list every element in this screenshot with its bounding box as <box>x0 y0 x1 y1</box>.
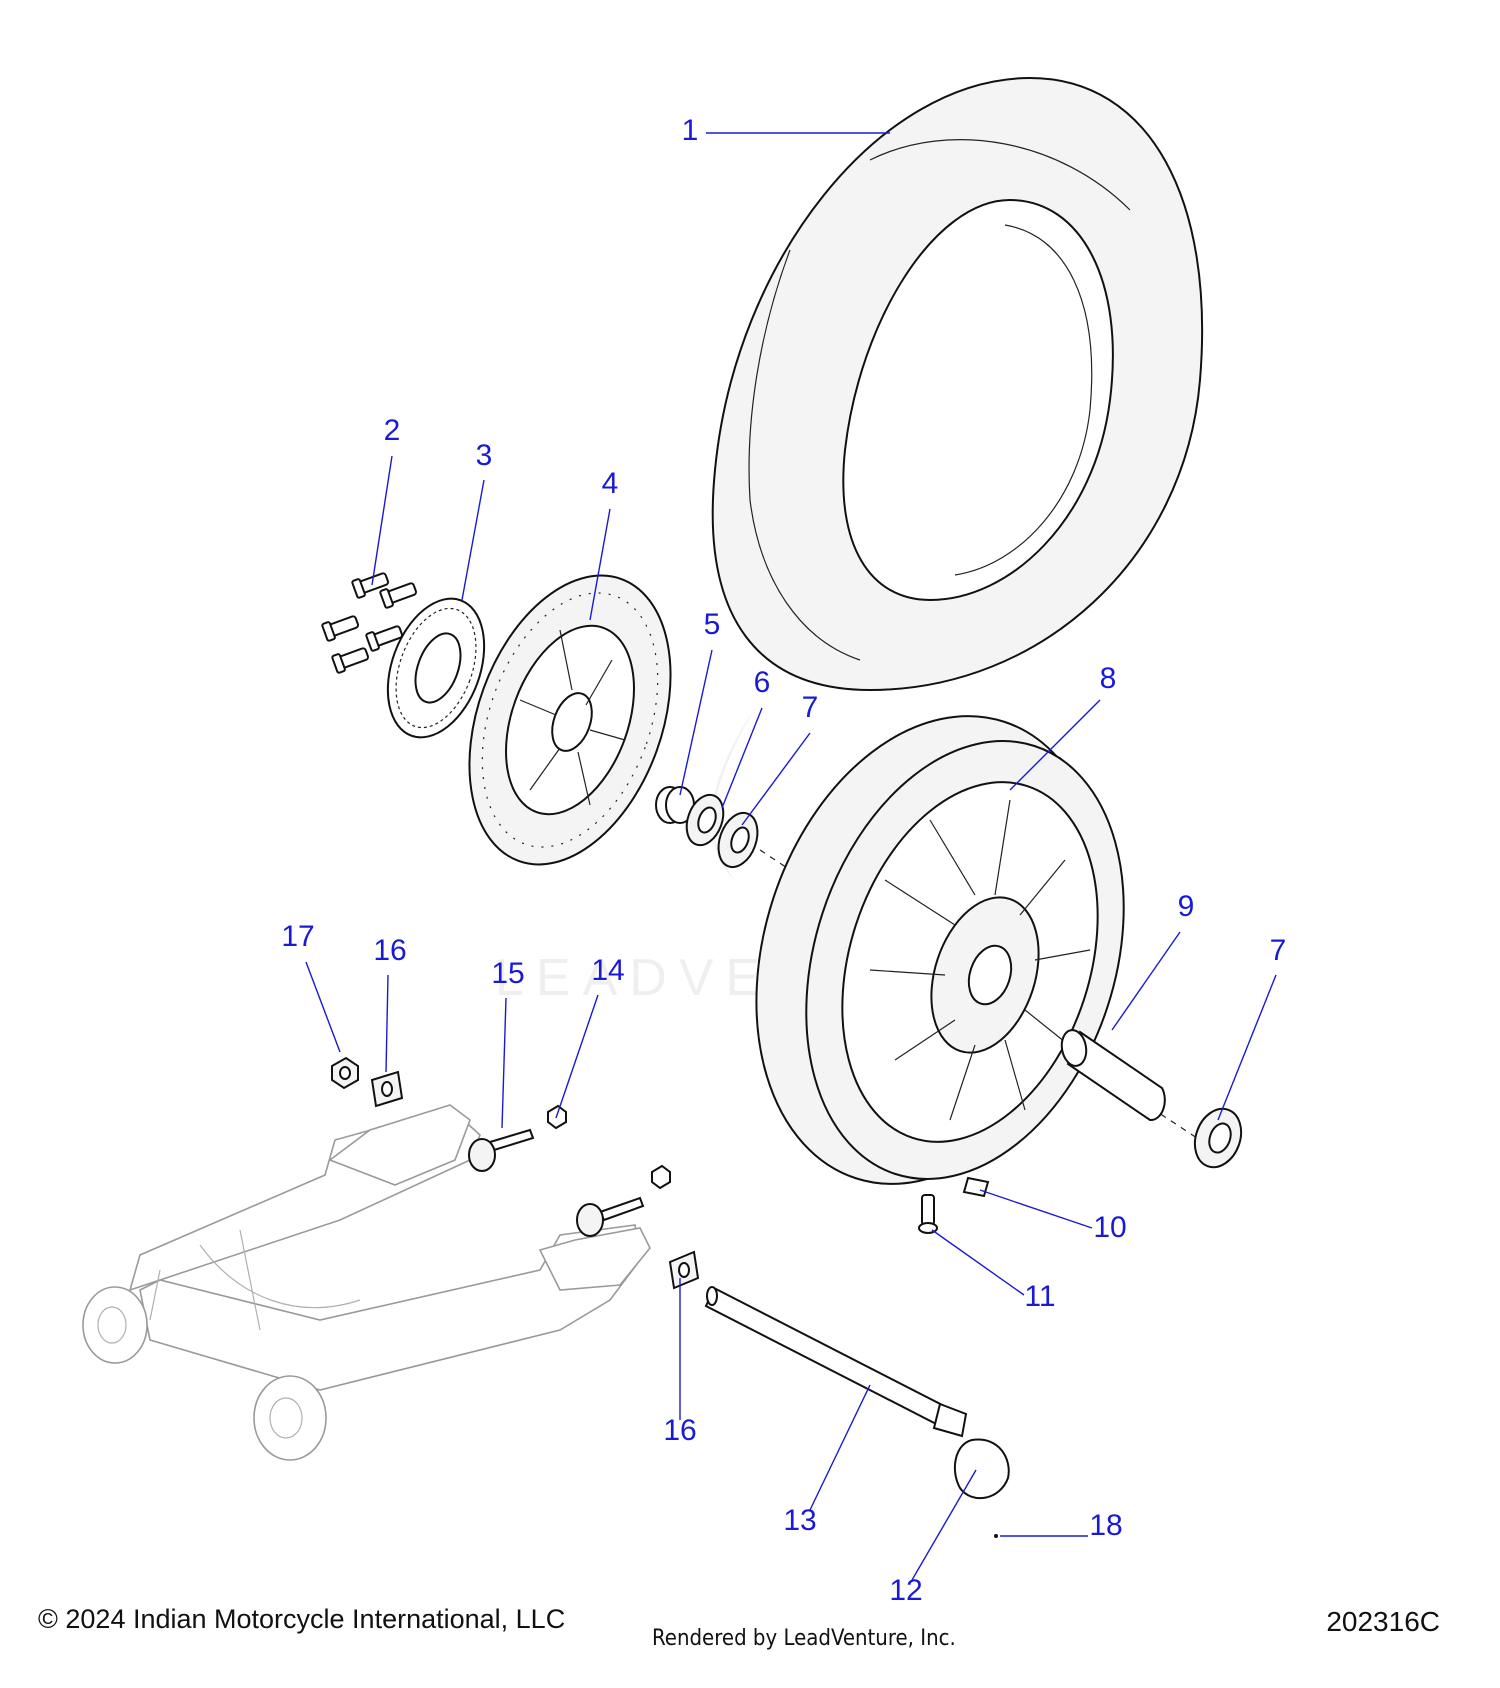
diagram-code: 202316C <box>1326 1606 1440 1637</box>
bearing-left <box>717 811 759 869</box>
callout-number-6[interactable]: 6 <box>754 666 771 699</box>
rendered-by-credit: Rendered by LeadVenture, Inc. <box>652 1626 956 1651</box>
callout-leader-8 <box>1009 699 1101 791</box>
callout-leader-17 <box>305 961 341 1053</box>
callout-number-8[interactable]: 8 <box>1100 662 1117 695</box>
callout-leader-3 <box>461 479 485 601</box>
callout-number-5[interactable]: 5 <box>704 608 721 641</box>
callout-number-14[interactable]: 14 <box>591 954 624 987</box>
callout-leader-7 <box>1217 974 1277 1121</box>
adjuster-plate <box>370 1070 700 1290</box>
callout-leader-7 <box>741 732 811 826</box>
callout-number-18[interactable]: 18 <box>1089 1509 1122 1542</box>
spacer <box>655 786 695 824</box>
callout-leader-14 <box>555 994 599 1119</box>
valve-stem <box>918 1194 938 1234</box>
callout-number-16[interactable]: 16 <box>663 1414 696 1447</box>
brake-rotor <box>468 574 672 866</box>
callout-number-9[interactable]: 9 <box>1178 890 1195 923</box>
tire <box>711 76 1204 692</box>
callout-number-2[interactable]: 2 <box>384 414 401 447</box>
swingarm <box>82 1104 651 1461</box>
callout-number-16[interactable]: 16 <box>373 934 406 967</box>
rear-axle <box>704 1286 968 1438</box>
callout-number-17[interactable]: 17 <box>281 920 314 953</box>
rear-wheel <box>755 715 1125 1185</box>
callout-leader-15 <box>501 997 507 1129</box>
callout-leader-9 <box>1111 931 1181 1031</box>
abs-tone-ring <box>386 597 486 739</box>
callout-leader-4 <box>589 508 611 621</box>
rotor-bolts <box>321 572 418 674</box>
copyright-notice: © 2024 Indian Motorcycle International, … <box>38 1604 566 1634</box>
callout-number-10[interactable]: 10 <box>1093 1211 1126 1244</box>
callout-leader-11 <box>931 1229 1025 1296</box>
callout-number-11[interactable]: 11 <box>1024 1280 1055 1313</box>
callout-number-12[interactable]: 12 <box>889 1574 922 1607</box>
callout-leader-10 <box>979 1189 1093 1229</box>
callout-leader-2 <box>371 455 393 586</box>
callout-number-4[interactable]: 4 <box>602 467 619 500</box>
valve-cap <box>962 1176 990 1198</box>
callout-number-13[interactable]: 13 <box>783 1504 816 1537</box>
callout-leader-13 <box>809 1384 871 1511</box>
axle-nut <box>331 1056 359 1090</box>
adjuster-bolt <box>468 1128 645 1237</box>
callout-leader-5 <box>679 649 713 796</box>
callout-number-1[interactable]: 1 <box>682 114 699 147</box>
bearing-right <box>1193 1107 1243 1169</box>
callout-number-7[interactable]: 7 <box>1270 934 1287 967</box>
axle-cap <box>953 1438 1010 1500</box>
callout-leader-6 <box>721 707 763 809</box>
callout-leader-12 <box>911 1469 977 1581</box>
seal <box>685 793 725 847</box>
cotter-pin <box>994 1534 998 1538</box>
axle-spacer <box>1060 1029 1166 1122</box>
callout-number-15[interactable]: 15 <box>491 957 524 990</box>
callout-number-3[interactable]: 3 <box>476 439 493 472</box>
adjuster-nut <box>547 1104 671 1190</box>
callout-number-7[interactable]: 7 <box>802 691 819 724</box>
callout-leader-16 <box>385 974 389 1073</box>
